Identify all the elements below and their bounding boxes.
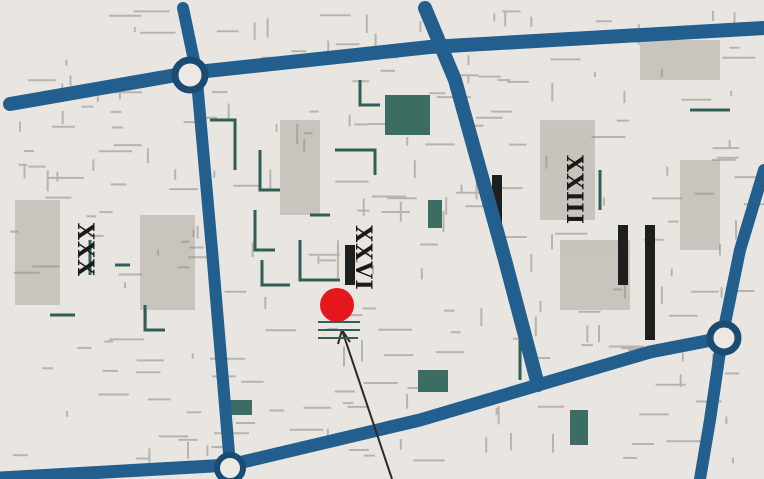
road-north-avenue: [3, 21, 764, 111]
buildings: [230, 95, 588, 445]
district-label-east: XXIII: [561, 155, 587, 225]
roundabouts: [171, 56, 742, 479]
road-south-avenue: [0, 331, 729, 479]
dark-structures: [345, 175, 655, 340]
district-label-center: XXVI: [350, 225, 376, 291]
marker-hatch: [318, 321, 360, 339]
location-dot-icon[interactable]: [320, 288, 354, 322]
pointer-arrow: [341, 329, 393, 479]
block-shading: [15, 40, 720, 310]
roundabout-east: [706, 320, 742, 356]
roundabout-south: [214, 452, 246, 479]
district-label-west: XXX: [72, 223, 98, 277]
building-outlines: [50, 80, 730, 380]
road-west-vertical: [177, 2, 236, 471]
roundabout-northwest: [171, 56, 209, 94]
road-center-diagonal: [418, 1, 545, 392]
